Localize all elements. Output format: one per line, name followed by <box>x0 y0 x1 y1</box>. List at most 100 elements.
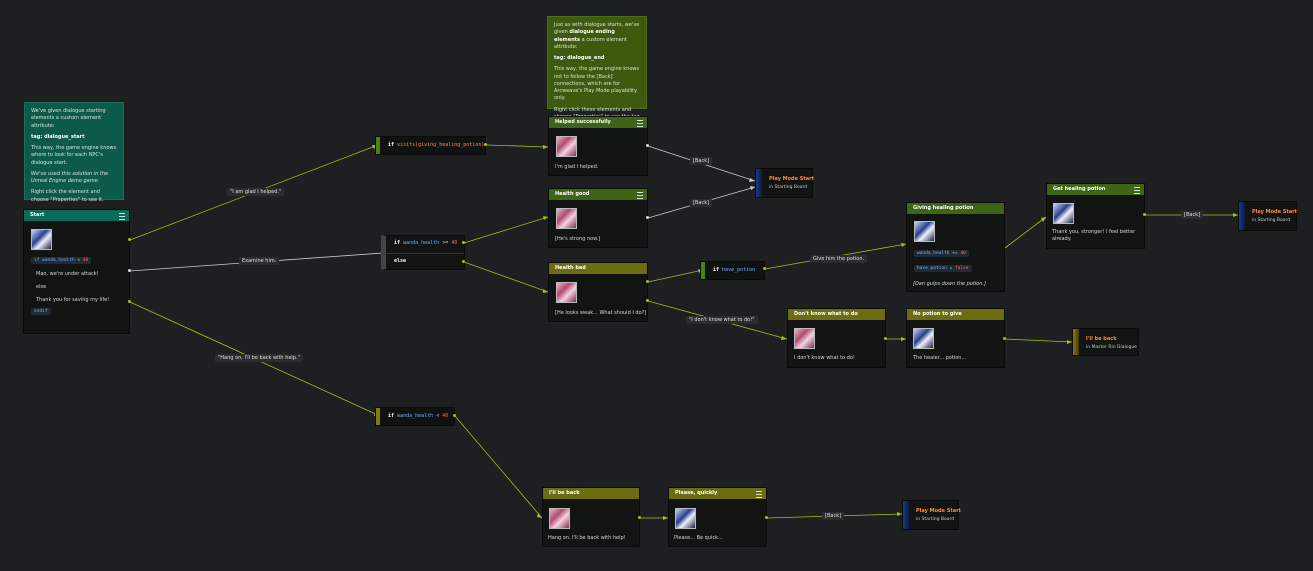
menu-icon[interactable] <box>637 120 643 127</box>
jumper-icon <box>1239 202 1245 230</box>
element-title: Get healing potion <box>1053 186 1106 192</box>
condition-expression: if wanda_health >= 40 <box>394 240 458 246</box>
element-header[interactable]: I'll be back <box>543 488 639 499</box>
menu-icon[interactable] <box>119 213 125 220</box>
end-note-line2: This way, the game engine knows not to f… <box>554 66 640 102</box>
menu-icon[interactable] <box>756 491 762 498</box>
element-header[interactable]: Health good <box>549 189 647 200</box>
output-dot[interactable] <box>646 299 649 302</box>
condition-potion[interactable]: if have_potion <box>700 261 765 280</box>
jumper-play-mode-start-1[interactable]: Play Mode Start in Starting Board <box>755 168 814 198</box>
condition-expression: visits(giving_healing_potion) <box>397 142 485 148</box>
jumper-title: I'll be back <box>1086 336 1117 342</box>
output-dot[interactable] <box>128 300 131 303</box>
output-dot[interactable] <box>1143 213 1146 216</box>
label-hang-on[interactable]: "Hang on, I'll be back with help." <box>215 354 303 362</box>
connection-nopotion-back <box>1004 338 1073 343</box>
jumper-icon <box>1073 329 1079 355</box>
jumper-target: in Starting Board <box>769 185 808 190</box>
start-condition: if wanda_health < 40 <box>31 257 92 264</box>
condition-health-lt[interactable]: if wanda_health < 40 <box>375 407 455 426</box>
output-dot[interactable] <box>638 516 641 519</box>
element-health-good[interactable]: Health good [He's strong now.] <box>548 188 648 248</box>
element-get-healing-potion[interactable]: Get healing potion Thank you, stronger! … <box>1046 183 1145 249</box>
output-dot[interactable] <box>646 216 649 219</box>
jumper-ill-be-back[interactable]: I'll be back in Master Rin Dialogue <box>1072 328 1139 356</box>
end-note-tag: tag: dialogue_end <box>554 55 605 61</box>
start-note-line1: We've given dialogue starting elements a… <box>31 108 106 129</box>
label-examine[interactable]: Examine him. <box>239 257 280 265</box>
condition-operator: < <box>436 413 440 419</box>
jumper-play-mode-start-2[interactable]: Play Mode Start in Starting Board <box>1238 201 1297 231</box>
element-ill-be-back[interactable]: I'll be back Hang on. I'll be back with … <box>542 487 640 547</box>
label-back-1[interactable]: [Back] <box>690 157 713 165</box>
element-text: I'm glad I helped. <box>555 164 599 170</box>
output-dot[interactable] <box>646 280 649 283</box>
label-back-4[interactable]: [Back] <box>822 512 845 520</box>
output-dot[interactable] <box>462 241 465 244</box>
element-header[interactable]: Start <box>24 210 129 221</box>
menu-icon[interactable] <box>1134 187 1140 194</box>
avatar <box>556 282 577 303</box>
potion-assignment-1: wanda_health += 40 <box>914 250 969 257</box>
output-dot[interactable] <box>453 414 456 417</box>
output-dot[interactable] <box>128 238 131 241</box>
avatar <box>1053 203 1074 224</box>
start-note[interactable]: We've given dialogue starting elements a… <box>24 102 124 203</box>
avatar <box>675 508 696 529</box>
jumper-target: in Starting Board <box>1252 218 1291 223</box>
avatar <box>556 208 577 229</box>
element-title: I'll be back <box>549 490 580 496</box>
condition-visits[interactable]: if visits(giving_healing_potion) <box>375 136 486 155</box>
element-title: Health bad <box>555 265 586 271</box>
jumper-icon <box>903 501 909 529</box>
output-dot[interactable] <box>128 269 131 272</box>
element-health-bad[interactable]: Health bad [He looks weak... What should… <box>548 262 648 322</box>
element-header[interactable]: No potion to give <box>907 309 1004 320</box>
output-dot[interactable] <box>763 267 766 270</box>
output-dot[interactable] <box>1003 337 1006 340</box>
avatar <box>913 328 934 349</box>
element-text: I don't know what to do! <box>794 355 855 361</box>
element-header[interactable]: Giving healing potion <box>907 203 1004 214</box>
element-helped-successfully[interactable]: Helped successfully I'm glad I helped. <box>548 116 648 176</box>
avatar <box>914 221 935 242</box>
element-text-line2: already. <box>1052 236 1072 242</box>
element-title: Helped successfully <box>555 119 611 125</box>
output-dot[interactable] <box>462 260 465 263</box>
element-header[interactable]: Get healing potion <box>1047 184 1144 195</box>
element-header[interactable]: Helped successfully <box>549 117 647 128</box>
element-text: [Dan gulps down the potion.] <box>913 281 986 287</box>
jumper-title: Play Mode Start <box>916 508 961 514</box>
output-dot[interactable] <box>484 143 487 146</box>
element-header[interactable]: Health bad <box>549 263 647 274</box>
element-no-potion[interactable]: No potion to give The healer... potion..… <box>906 308 1005 368</box>
output-dot[interactable] <box>765 516 768 519</box>
label-back-2[interactable]: [Back] <box>690 199 713 207</box>
element-text: [He's strong now.] <box>555 236 601 242</box>
label-give-potion[interactable]: Give him the potion. <box>810 255 868 263</box>
output-dot[interactable] <box>884 337 887 340</box>
avatar <box>794 328 815 349</box>
condition-health-ge[interactable]: if wanda_health >= 40 else <box>381 235 465 270</box>
element-header[interactable]: Please, quickly <box>669 488 766 499</box>
end-note[interactable]: Just as with dialogue starts, we've give… <box>547 16 647 127</box>
condition-bar <box>376 408 380 425</box>
start-note-line4: Right click the element and choose "Prop… <box>31 189 104 203</box>
if-keyword: if <box>388 142 395 148</box>
element-please-quickly[interactable]: Please, quickly Please... Be quick... <box>668 487 767 547</box>
element-header[interactable]: Don't know what to do <box>788 309 885 320</box>
menu-icon[interactable] <box>637 192 643 199</box>
element-giving-healing-potion[interactable]: Giving healing potion wanda_health += 40… <box>906 202 1005 292</box>
start-note-line3: We've used this solution in the Unreal E… <box>31 170 109 184</box>
output-dot[interactable] <box>646 144 649 147</box>
label-dont-know[interactable]: "I don't know what to do!" <box>686 316 758 324</box>
jumper-play-mode-start-3[interactable]: Play Mode Start in Starting Board <box>902 500 961 530</box>
label-glad[interactable]: "I am glad I helped." <box>227 188 285 196</box>
jumper-target: in Master Rin Dialogue <box>1086 345 1137 350</box>
label-back-3[interactable]: [Back] <box>1181 211 1204 219</box>
else-branch: else <box>394 258 407 264</box>
element-start[interactable]: Start if wanda_health < 40 Mao, we're un… <box>23 209 130 334</box>
element-dont-know[interactable]: Don't know what to do I don't know what … <box>787 308 886 368</box>
element-title: Please, quickly <box>675 490 718 496</box>
